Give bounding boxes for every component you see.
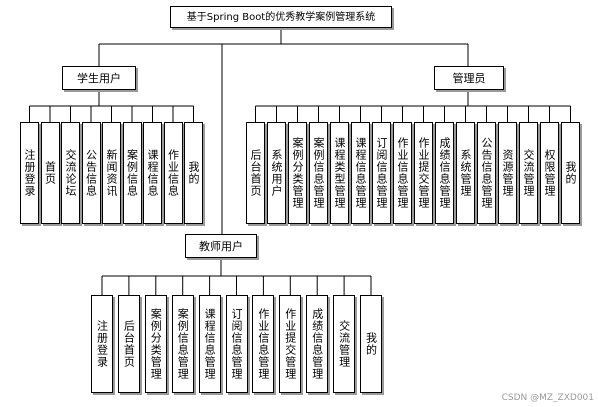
teacher-module-label: 交流管理 (337, 320, 351, 368)
teacher-module-box: 案例分类管理 (144, 295, 167, 393)
admin-module-label: 课程类型管理 (333, 137, 346, 209)
admin-module-label: 案例信息管理 (312, 137, 325, 209)
admin-module-box: 系统用户 (267, 122, 286, 224)
teacher-module-box: 课程信息管理 (198, 295, 221, 393)
teacher-module-box: 订阅信息管理 (225, 295, 248, 393)
admin-module-box: 交流管理 (519, 122, 538, 224)
student-module-box: 注册登录 (20, 122, 39, 224)
teacher-module-box: 案例信息管理 (171, 295, 194, 393)
student-module-box: 作业信息 (163, 122, 183, 224)
student-module-label: 课程信息 (146, 149, 159, 197)
teacher-module-box: 作业提交管理 (279, 295, 302, 393)
admin-module-label: 系统管理 (459, 149, 472, 197)
teacher-module-label: 注册登录 (95, 320, 109, 368)
admin-module-box: 案例信息管理 (309, 122, 328, 224)
student-module-label: 新闻资讯 (105, 149, 118, 197)
admin-module-box: 作业信息管理 (393, 122, 412, 224)
student-user-box: 学生用户 (62, 66, 136, 90)
teacher-module-label: 成绩信息管理 (310, 308, 324, 380)
admin-module-label: 成绩信息管理 (438, 137, 451, 209)
teacher-module-label: 课程信息管理 (203, 308, 217, 380)
student-module-box: 公告信息 (81, 122, 101, 224)
admin-module-label: 公告信息管理 (480, 137, 493, 209)
admin-module-label: 资源管理 (501, 149, 514, 197)
admin-module-box: 后台首页 (246, 122, 265, 224)
teacher-module-box: 成绩信息管理 (306, 295, 329, 393)
admin-module-box: 公告信息管理 (477, 122, 496, 224)
admin-module-label: 课程信息管理 (354, 137, 367, 209)
admin-module-label: 案例分类管理 (291, 137, 304, 209)
admin-module-box: 资源管理 (498, 122, 517, 224)
student-module-box: 案例信息 (122, 122, 142, 224)
student-module-label: 注册登录 (23, 149, 36, 197)
admin-module-label: 订阅信息管理 (375, 137, 388, 209)
admin-module-label: 我的 (564, 161, 577, 185)
admin-module-label: 后台首页 (249, 149, 262, 197)
student-module-label: 首页 (43, 161, 57, 185)
admin-label: 管理员 (452, 71, 486, 85)
teacher-module-box: 注册登录 (91, 295, 113, 393)
admin-module-label: 作业提交管理 (417, 137, 430, 209)
admin-module-box: 成绩信息管理 (435, 122, 454, 224)
admin-module-label: 系统用户 (270, 149, 283, 197)
student-module-box: 我的 (184, 122, 203, 224)
admin-module-box: 权限管理 (540, 122, 559, 224)
student-module-label: 作业信息 (166, 149, 180, 197)
admin-module-label: 作业信息管理 (396, 137, 409, 209)
teacher-module-box: 交流管理 (333, 295, 356, 393)
system-title: 基于Spring Boot的优秀教学案例管理系统 (186, 11, 376, 23)
admin-box: 管理员 (434, 66, 504, 90)
student-user-label: 学生用户 (77, 71, 121, 85)
admin-module-label: 权限管理 (543, 149, 556, 197)
admin-module-label: 交流管理 (522, 149, 535, 197)
admin-module-box: 课程类型管理 (330, 122, 349, 224)
student-module-box: 首页 (40, 122, 60, 224)
teacher-module-label: 作业提交管理 (283, 308, 297, 380)
teacher-module-label: 我的 (364, 332, 378, 356)
teacher-module-box: 我的 (360, 295, 382, 393)
teacher-module-label: 后台首页 (122, 320, 136, 368)
teacher-module-label: 案例分类管理 (149, 308, 163, 380)
admin-module-box: 我的 (561, 122, 580, 224)
teacher-user-box: 教师用户 (185, 234, 257, 258)
teacher-module-label: 作业信息管理 (256, 308, 270, 380)
teacher-module-box: 后台首页 (117, 295, 140, 393)
student-module-label: 公告信息 (84, 149, 98, 197)
admin-module-box: 作业提交管理 (414, 122, 433, 224)
watermark: CSDN @MZ_ZXD001 (501, 393, 594, 403)
admin-module-box: 课程信息管理 (351, 122, 370, 224)
teacher-module-box: 作业信息管理 (252, 295, 275, 393)
teacher-user-label: 教师用户 (199, 239, 243, 253)
system-title-box: 基于Spring Boot的优秀教学案例管理系统 (170, 6, 392, 28)
teacher-module-label: 订阅信息管理 (230, 308, 243, 380)
admin-module-box: 案例分类管理 (288, 122, 307, 224)
student-module-label: 案例信息 (125, 149, 139, 197)
student-module-box: 新闻资讯 (102, 122, 121, 224)
teacher-module-label: 案例信息管理 (176, 308, 190, 380)
student-module-box: 交流论坛 (61, 122, 80, 224)
admin-module-box: 订阅信息管理 (372, 122, 391, 224)
admin-module-box: 系统管理 (456, 122, 475, 224)
student-module-box: 课程信息 (143, 122, 162, 224)
student-module-label: 交流论坛 (64, 149, 77, 197)
student-module-label: 我的 (187, 161, 200, 185)
